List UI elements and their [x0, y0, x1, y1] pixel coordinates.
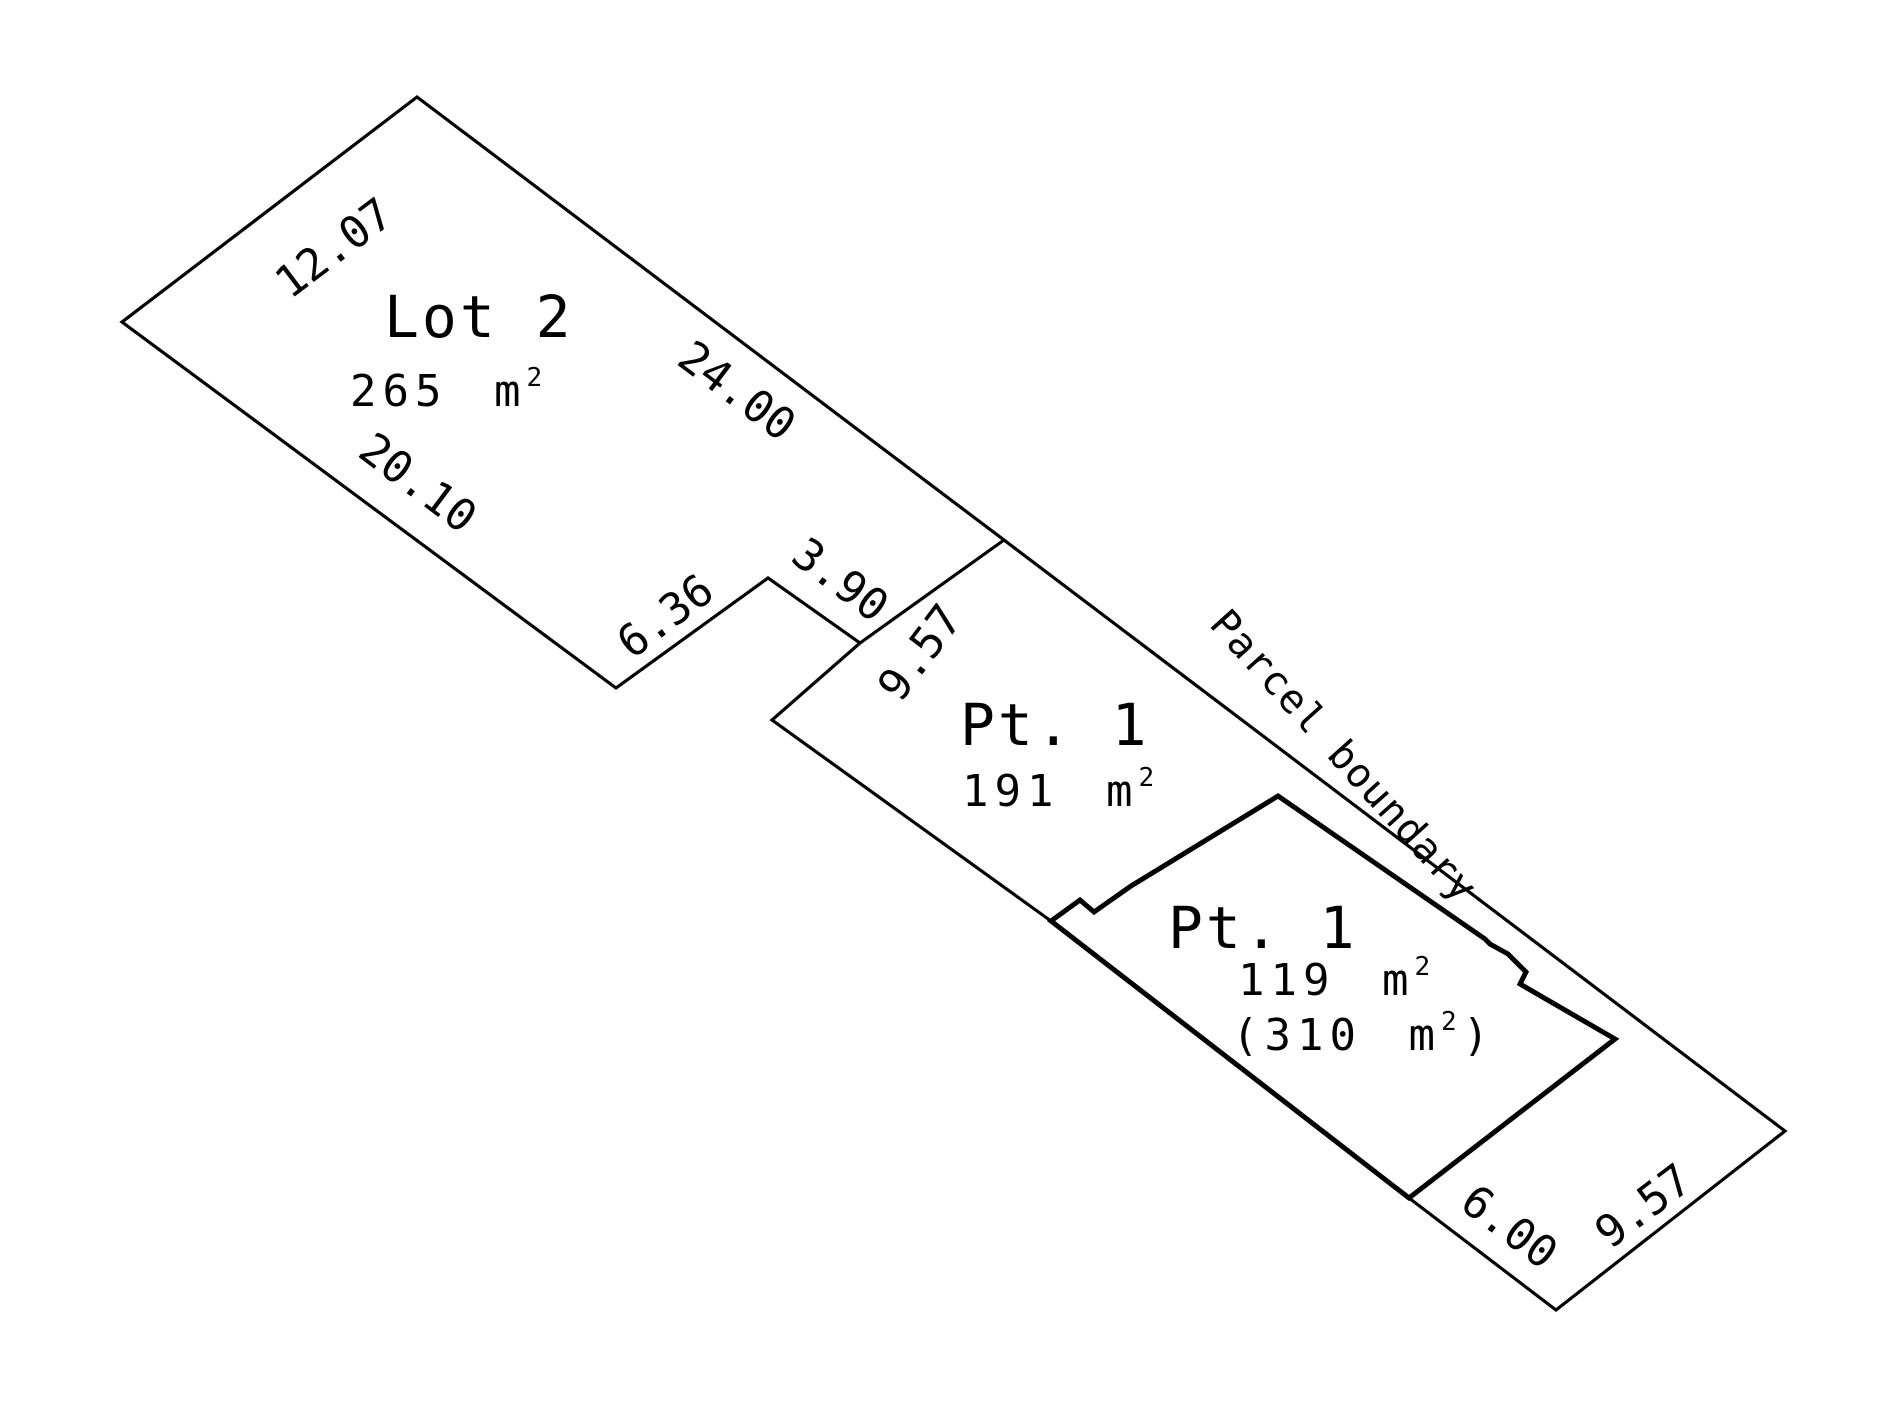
- lot-2-area-value: 265: [350, 366, 447, 417]
- pt-1-lower-total-unit: m: [1408, 1010, 1441, 1061]
- parcel-boundary-label: Parcel boundary: [1201, 601, 1487, 911]
- lot-2-notch-side-dimension: 3.90: [782, 528, 897, 633]
- pt-1-width-dimension: 9.57: [868, 595, 973, 710]
- pt-1-lower-total-close: ): [1463, 1010, 1496, 1061]
- lot-2-area: 265 m2: [350, 363, 548, 417]
- pt-1-upper-boundary: [769, 641, 1052, 923]
- pt-1-upper-name: Pt. 1: [960, 691, 1150, 759]
- pt-1-lower-area-value: 119: [1238, 955, 1335, 1006]
- pt-1-lower-name: Pt. 1: [1168, 894, 1358, 962]
- lot-2-short-side-dimension: 20.10: [349, 423, 485, 543]
- pt-1-lower-area-sup: 2: [1414, 952, 1436, 982]
- pt-1-strip-boundary: [1003, 538, 1788, 1313]
- lot-2-area-sup: 2: [526, 363, 548, 393]
- pt-1-upper-area-unit: m: [1106, 766, 1139, 817]
- lot-2-area-unit: m: [494, 366, 527, 417]
- lot-2-long-side-dimension: 24.00: [668, 331, 804, 451]
- lot-2-name: Lot 2: [384, 283, 574, 351]
- pt-1-upper-area-value: 191: [962, 766, 1059, 817]
- rear-inner-width-dimension: 6.00: [1451, 1175, 1566, 1280]
- pt-1-lower-area: 119 m2: [1238, 952, 1436, 1006]
- pt-1-lower-boundary: [1046, 793, 1620, 1202]
- pt-1-lower-area-unit: m: [1382, 955, 1415, 1006]
- pt-1-lower-total-sup: 2: [1441, 1007, 1463, 1037]
- pt-1-upper-area: 191 m2: [962, 763, 1160, 817]
- pt-1-lower-total-area: (310 m2): [1232, 1007, 1495, 1061]
- lot-2-front-dimension: 12.07: [266, 188, 402, 308]
- pt-1-lower-total-open: (310: [1232, 1010, 1362, 1061]
- pt-1-upper-area-sup: 2: [1138, 763, 1160, 793]
